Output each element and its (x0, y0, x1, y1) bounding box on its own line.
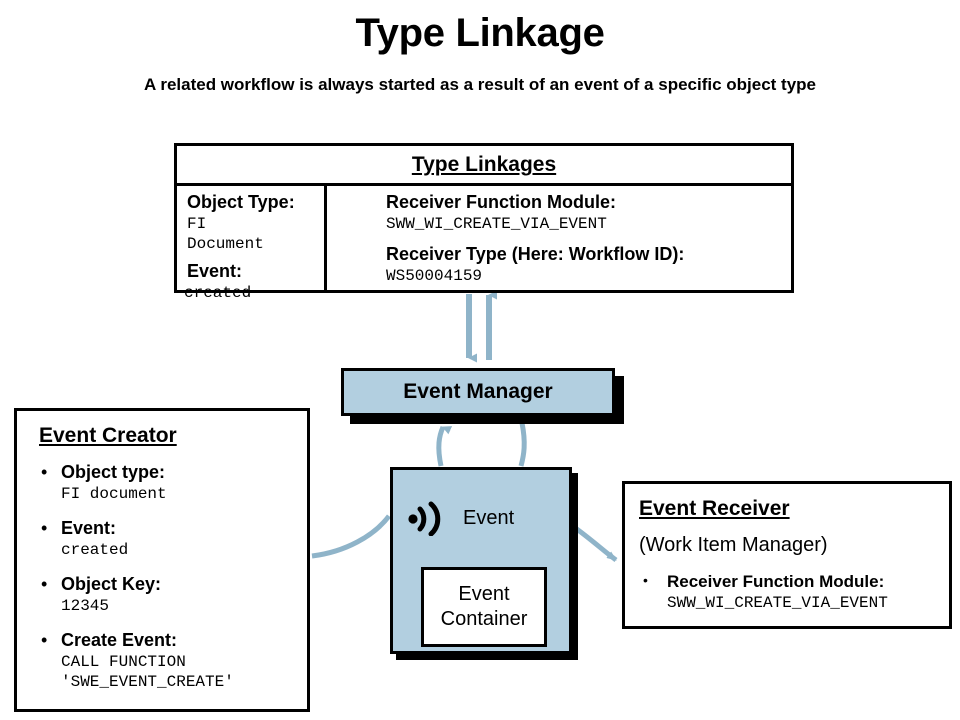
type-linkages-right-cell: Receiver Function Module: SWW_WI_CREATE_… (330, 186, 791, 290)
event-container-box[interactable]: Event Container (421, 567, 547, 647)
receiver-function-module-label: Receiver Function Module: (386, 192, 617, 212)
connector-manager-to-event (518, 422, 527, 467)
event-receiver-title: Event Receiver (639, 497, 790, 520)
list-item: Create Event: CALL FUNCTION 'SWE_EVENT_C… (39, 629, 307, 692)
event-creator-item-value: FI document (61, 485, 167, 503)
event-creator-item-value: 12345 (61, 597, 110, 615)
event-container-line2: Container (440, 608, 528, 630)
type-linkages-body: Object Type: FI Document Event: Receiver… (177, 186, 791, 290)
type-linkages-header: Type Linkages (177, 146, 791, 186)
signal-broadcast-icon (407, 500, 447, 536)
page-title: Type Linkage (355, 11, 605, 55)
event-box[interactable]: Event Event Container (390, 467, 572, 654)
event-value-overflow: created (184, 284, 252, 302)
event-creator-item-label: Object type: (61, 462, 166, 482)
event-receiver-box: Event Receiver (Work Item Manager) Recei… (622, 481, 952, 629)
event-container-line1: Event (458, 583, 510, 605)
event-manager-box[interactable]: Event Manager (341, 368, 615, 416)
event-row: Event (393, 490, 569, 546)
event-creator-item-value: CALL FUNCTION 'SWE_EVENT_CREATE' (61, 653, 234, 691)
event-receiver-bullet-value: SWW_WI_CREATE_VIA_EVENT (667, 594, 888, 612)
event-creator-box: Event Creator Object type: FI document E… (14, 408, 310, 712)
type-linkages-box: Type Linkages Object Type: FI Document E… (174, 143, 794, 293)
event-manager-label: Event Manager (403, 380, 553, 403)
object-type-value-line1: FI (187, 215, 207, 233)
receiver-function-module-value: SWW_WI_CREATE_VIA_EVENT (386, 215, 607, 233)
event-creator-item-label: Create Event: (61, 630, 178, 650)
receiver-type-value: WS50004159 (386, 267, 483, 285)
type-linkages-left-cell: Object Type: FI Document Event: (177, 186, 327, 290)
event-receiver-bullet-label: Receiver Function Module: (667, 572, 885, 591)
event-creator-item-value: created (61, 541, 129, 559)
event-creator-item-label: Event: (61, 518, 117, 538)
event-creator-item-label: Object Key: (61, 574, 162, 594)
event-label: Event: (187, 261, 243, 281)
connector-event-to-manager (436, 425, 453, 467)
list-item: Event: created (39, 517, 307, 560)
event-creator-title: Event Creator (39, 424, 177, 447)
connector-event-to-receiver (572, 524, 618, 563)
list-item: Object type: FI document (39, 461, 307, 504)
receiver-type-label: Receiver Type (Here: Workflow ID): (386, 244, 685, 264)
object-type-value-line2: Document (187, 235, 264, 253)
page-subtitle: A related workflow is always started as … (143, 75, 817, 94)
connector-creator-to-event (311, 514, 391, 559)
event-label: Event (463, 506, 515, 529)
event-receiver-subtitle: (Work Item Manager) (639, 534, 828, 556)
list-item: Object Key: 12345 (39, 573, 307, 616)
list-item: Receiver Function Module: SWW_WI_CREATE_… (639, 569, 949, 613)
type-linkages-title: Type Linkages (411, 153, 557, 176)
object-type-label: Object Type: (187, 192, 295, 212)
